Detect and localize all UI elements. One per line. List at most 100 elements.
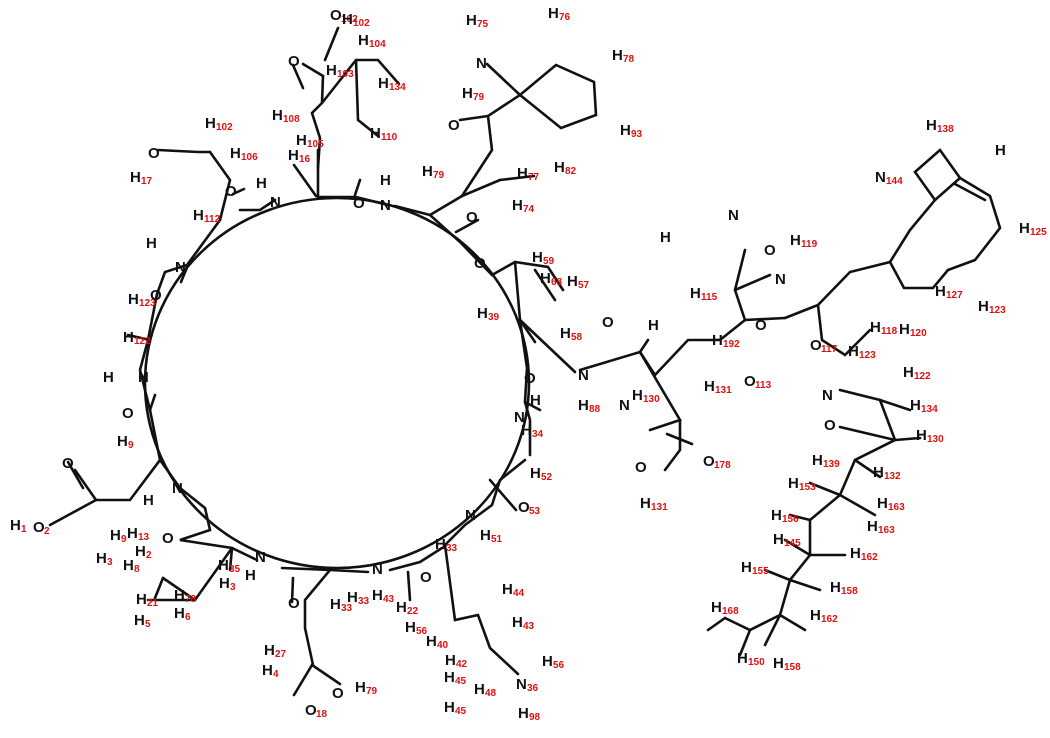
atom-index-label: 93 <box>631 129 643 140</box>
atom-symbol: H <box>518 705 529 722</box>
atom-index-label: 48 <box>485 688 497 699</box>
bond-line <box>523 400 542 412</box>
bond-line <box>353 178 362 197</box>
atom-symbol: H <box>850 545 861 562</box>
atom-symbol: H <box>830 579 841 596</box>
atom-symbol: O <box>764 242 776 259</box>
atom-symbol: H <box>540 270 551 287</box>
atom-symbol: N <box>175 259 186 276</box>
atom-symbol: H <box>127 525 138 542</box>
atom-symbol: N <box>516 676 527 693</box>
atom-symbol: O <box>288 53 300 70</box>
bond-line <box>788 578 822 592</box>
bond-line <box>291 63 305 90</box>
atom-symbol: H <box>648 317 659 334</box>
bond-line <box>533 268 557 302</box>
atom-index-label: 40 <box>437 640 449 651</box>
atom-symbol: H <box>347 589 358 606</box>
atom-symbol: H <box>978 298 989 315</box>
atom-symbol: H <box>355 679 366 696</box>
atom-index-label: 44 <box>513 588 525 599</box>
atom-symbol: H <box>135 543 146 560</box>
atom-symbol: N <box>270 194 281 211</box>
atom-symbol: H <box>1019 220 1030 237</box>
atom-symbol: H <box>530 392 541 409</box>
atom-symbol: H <box>466 12 477 29</box>
atom-symbol: H <box>444 699 455 716</box>
atom-index-label: 45 <box>455 676 467 687</box>
bond-line <box>888 260 950 290</box>
atom-index-label: 108 <box>283 114 300 125</box>
atom-index-label: 134 <box>389 82 406 93</box>
bond-line <box>953 182 987 202</box>
atom-index-label: 123 <box>139 298 156 309</box>
atom-symbol: O <box>703 453 715 470</box>
atom-index-label: 105 <box>307 139 324 150</box>
bond-line <box>523 400 532 457</box>
atom-symbol: O <box>33 519 45 536</box>
bond-line <box>913 148 962 202</box>
atom-index-label: 43 <box>383 594 395 605</box>
atom-symbol: N <box>380 197 391 214</box>
atom-index-label: 110 <box>381 132 398 143</box>
bond-line <box>490 260 565 292</box>
atom-index-label: 88 <box>589 404 601 415</box>
atom-index-label: 150 <box>748 657 765 668</box>
bond-line <box>148 393 157 412</box>
atom-index-label: 5 <box>145 619 151 630</box>
atom-index-label: 1 <box>21 524 27 535</box>
atom-symbol: O <box>524 370 536 387</box>
atom-symbol: H <box>296 132 307 149</box>
bond-line <box>66 460 85 490</box>
bond-line <box>816 176 1002 307</box>
atom-symbol: N <box>728 207 739 224</box>
atom-index-label: 162 <box>861 552 878 563</box>
atom-symbol: H <box>867 518 878 535</box>
atom-index-label: 112 <box>204 214 221 225</box>
atom-index-label: 102 <box>341 14 358 25</box>
atom-symbol: H <box>245 567 256 584</box>
atom-symbol: H <box>910 397 921 414</box>
bond-line <box>893 436 922 442</box>
atom-symbol: H <box>773 531 784 548</box>
bond-line <box>406 570 412 602</box>
atom-index-label: 162 <box>821 614 838 625</box>
atom-symbol: H <box>877 495 888 512</box>
bond-line <box>156 148 212 154</box>
atom-index-label: 27 <box>275 649 287 660</box>
atom-symbol: O <box>225 183 237 200</box>
atom-symbol: O <box>332 685 344 702</box>
atom-index-label: 9 <box>121 534 127 545</box>
atom-symbol: H <box>542 653 553 670</box>
bond-line <box>518 318 577 374</box>
atom-symbol: H <box>567 273 578 290</box>
atom-symbol: H <box>256 175 267 192</box>
atom-index-label: 131 <box>651 502 668 513</box>
atom-index-label: 77 <box>528 172 540 183</box>
atom-index-label: 123 <box>989 305 1006 316</box>
atom-index-label: 127 <box>946 290 963 301</box>
atom-index-label: 42 <box>456 659 468 670</box>
atom-index-label: 103 <box>337 69 354 80</box>
atom-symbol: H <box>690 285 701 302</box>
atom-symbol: H <box>632 387 643 404</box>
atom-index-label: 22 <box>407 606 419 617</box>
atom-symbol: H <box>117 433 128 450</box>
atom-index-label: 4 <box>273 669 279 680</box>
bond-line <box>292 663 314 697</box>
atom-symbol: H <box>810 607 821 624</box>
atom-index-label: 3 <box>107 557 113 568</box>
bond-line <box>238 198 277 212</box>
atom-symbol: O <box>602 314 614 331</box>
bond-line <box>428 213 494 277</box>
atom-index-label: 79 <box>433 170 445 181</box>
bond-line <box>458 114 490 122</box>
atom-symbol: H <box>916 427 927 444</box>
atom-index-label: 53 <box>529 506 541 517</box>
atom-symbol: H <box>123 557 134 574</box>
atom-index-label: 102 <box>353 18 370 29</box>
atom-index-label: 131 <box>715 385 732 396</box>
atom-symbol: H <box>612 47 623 64</box>
atom-symbol: H <box>790 232 801 249</box>
